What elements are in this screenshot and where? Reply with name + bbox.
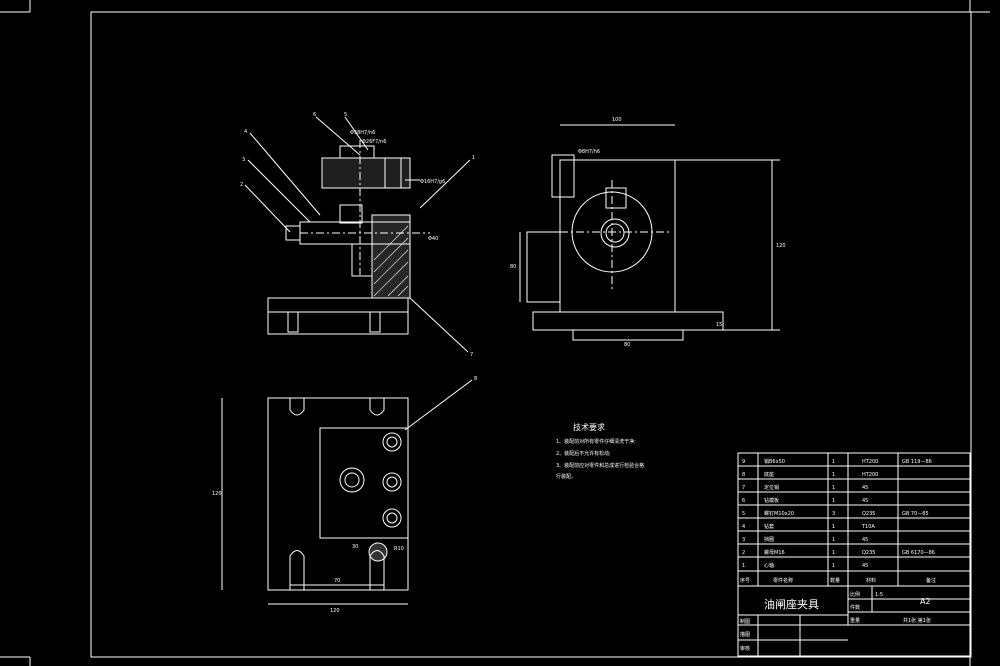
bom-cell-qty: 1 [832,563,835,569]
callout: 2 [240,182,243,188]
bom-cell-note: GB 70—85 [902,511,929,517]
tech-item: 行装配。 [556,473,576,480]
bom-header-note: 备注 [926,577,936,584]
dim-plan-width: 120 [330,608,340,614]
bom-cell-qty: 1 [832,550,835,556]
bom-cell-no: 4 [742,524,745,530]
bom-cell-name: 销B6x50 [764,458,785,465]
bom-cell-name: 挡圈 [764,536,774,543]
callout: 3 [242,157,245,163]
dim-side-width: 100 [612,117,622,123]
bom-cell-qty: 3 [832,511,835,517]
bom-cell-material: Q235 [862,550,875,556]
callout: 5 [344,112,347,118]
bom-cell-material: HT200 [862,472,878,478]
callout: 4 [244,129,247,135]
dim-plan-height: 120 [212,491,222,497]
dim-right-fit-2: Φ40 [428,236,438,242]
bom-cell-no: 5 [742,511,745,517]
bom-cell-material: Q235 [862,511,875,517]
sheet-size: A2 [920,597,931,606]
title-block: 油闸座夹具 比例 1:5 件数 重量 A2 共1张 第1张 制图 描图 审核 [740,591,931,652]
bom-header-no: 序号 [740,577,750,584]
bom-cell-qty: 1 [832,485,835,491]
bom-cell-material: 45 [862,498,868,504]
scale-label: 比例 [850,591,860,598]
bom-cell-material: 45 [862,537,868,543]
dim-side-small: 15 [716,322,722,328]
bom-cell-no: 1 [742,563,745,569]
bom-cell-qty: 1 [832,537,835,543]
drawing-title: 油闸座夹具 [764,597,819,611]
check-label: 审核 [740,645,750,652]
bom-cell-qty: 1 [832,472,835,478]
bom-cell-no: 3 [742,537,745,543]
dim-plan-d: 30 [352,544,358,550]
dimension-labels: Φ38H7/n6 Φ26F7/n6 Φ16H7/g6 Φ40 100 120 8… [212,117,786,614]
bom-cell-material: 45 [862,563,868,569]
bom-cell-material: 45 [862,485,868,491]
front-section-view [244,116,471,353]
tech-item: 1、装配前对所有零件仔细清洗干净; [556,438,636,445]
dim-side-left: 80 [510,264,516,270]
dim-front-top-1: Φ38H7/n6 [350,130,375,136]
tech-requirements: 技术要求 1、装配前对所有零件仔细清洗干净; 2、装配后不允许有松动; 3、装配… [556,422,644,480]
bom-cell-name: 心轴 [764,562,774,569]
bom-cell-no: 6 [742,498,745,504]
dim-front-top-2: Φ26F7/n6 [362,139,386,145]
bom-cell-name: 底座 [764,471,774,478]
weight-label: 重量 [850,617,860,624]
bom-cell-name: 螺母M16 [764,549,785,556]
bom-header-qty: 数量 [830,577,840,584]
dim-side-tag: Φ8H7/h6 [578,149,600,155]
border [90,11,972,658]
dim-side-bottom: 80 [624,342,630,348]
callout: 6 [313,112,316,118]
bom-cell-no: 7 [742,485,745,491]
bom-cell-name: 钻模板 [764,497,779,504]
bom-cell-note: GB 119—86 [902,459,932,465]
design-label: 描图 [740,631,750,638]
bom-cell-no: 9 [742,459,745,465]
side-view [519,124,780,341]
dim-right-fit-1: Φ16H7/g6 [420,179,445,185]
pieces-label: 件数 [850,604,860,611]
dim-plan-r: R10 [394,546,404,552]
dim-side-height: 120 [776,243,786,249]
bom-cell-name: 定位销 [764,484,779,491]
callout: 1 [472,155,475,161]
bom-table [737,452,971,657]
bom-cell-note: GB 6170—86 [902,550,935,556]
plan-view [221,379,473,605]
bom-cell-qty: 1 [832,498,835,504]
bom-cell-name: 钻套 [764,523,774,530]
callout: 7 [470,352,473,358]
bom-cell-qty: 1 [832,459,835,465]
bom-cell-no: 2 [742,550,745,556]
tech-item: 3、装配前应对零件和总成进行检验合格 [556,462,644,469]
scale-value: 1:5 [875,592,883,598]
bom-cell-name: 螺钉M10x20 [764,510,794,517]
bom-header-material: 材料 [866,577,876,584]
sheet-count: 共1张 第1张 [903,617,931,624]
tech-title: 技术要求 [573,422,605,432]
dim-plan-inner: 70 [334,578,340,584]
bom-cell-material: T10A [861,524,875,530]
bom-header-name: 零件名称 [773,577,793,584]
callouts: 6 5 4 3 2 1 7 8 [240,112,477,382]
bom-cell-no: 8 [742,472,745,478]
bom-cell-material: HT200 [862,459,878,465]
bom-cell-qty: 1 [832,524,835,530]
bom-header: 序号 零件名称 数量 材料 备注 [740,577,936,584]
drawn-label: 制图 [740,618,750,625]
tech-item: 2、装配后不允许有松动; [556,450,611,457]
callout: 8 [474,376,477,382]
